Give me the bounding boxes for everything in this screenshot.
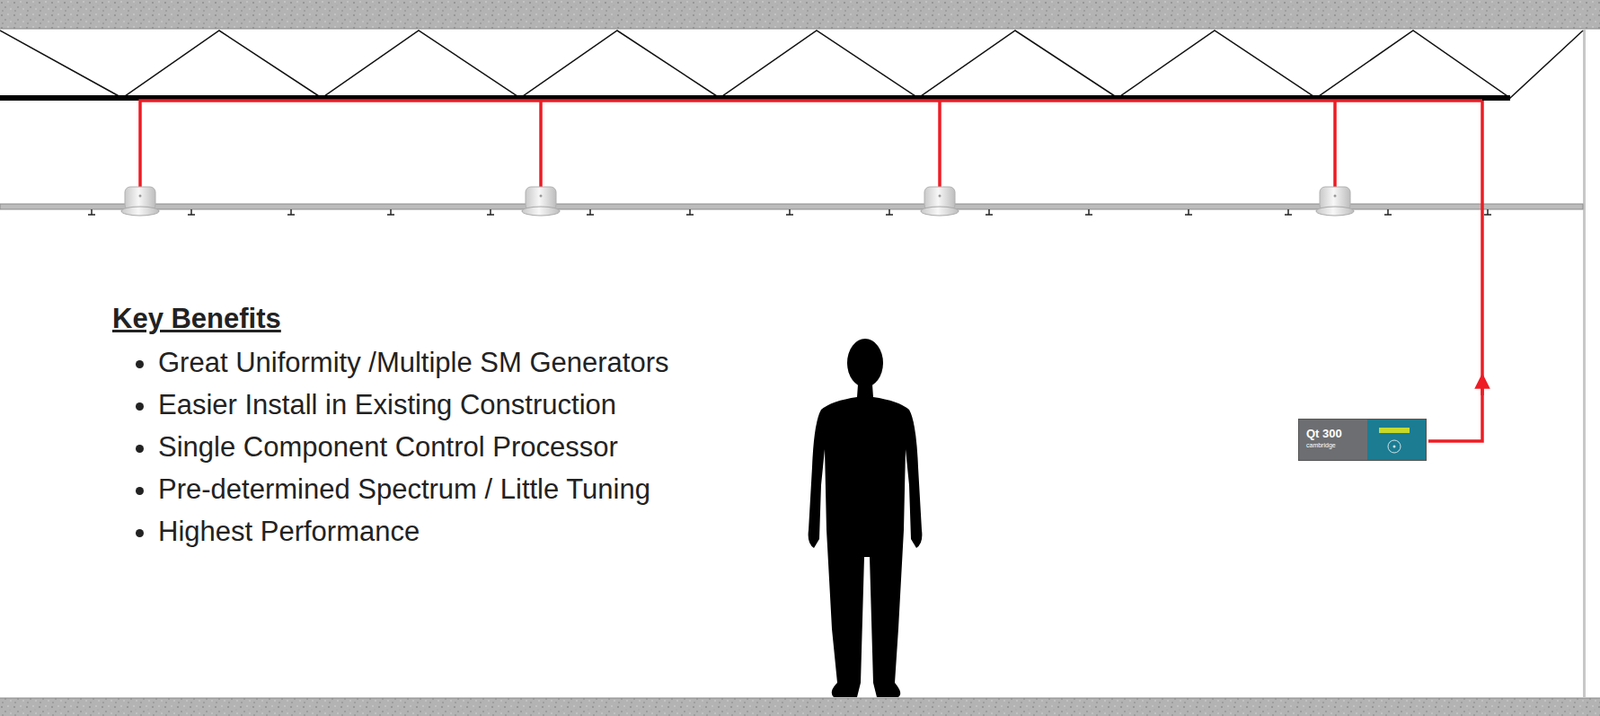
ceiling-tees <box>88 209 1492 215</box>
controller-label: Qt 300cambridge <box>1306 426 1343 450</box>
model-name: Qt 300 <box>1306 426 1343 442</box>
controller-box: Qt 300cambridge <box>1298 418 1427 461</box>
sound-masking-speakers <box>121 186 1354 216</box>
benefit-item: Highest Performance <box>158 510 670 553</box>
wall <box>1582 28 1586 699</box>
benefit-item: Single Component Control Processor <box>158 425 670 469</box>
person-silhouette <box>808 338 923 698</box>
brand-logo-text: cambridge <box>1306 441 1343 450</box>
benefit-item: Great Uniformity /Multiple SM Generators <box>158 341 670 384</box>
control-panel-icon <box>1366 419 1426 462</box>
speaker-cable <box>140 100 1483 442</box>
concrete-slab <box>0 0 1600 29</box>
benefit-item: Pre-determined Spectrum / Little Tuning <box>158 468 670 511</box>
truss-web <box>0 30 1583 98</box>
bullet-list: Great Uniformity /Multiple SM Generators… <box>112 341 670 553</box>
concrete-floor <box>0 698 1600 716</box>
benefits-list: Key BenefitsGreat Uniformity /Multiple S… <box>112 300 670 553</box>
benefit-item: Easier Install in Existing Construction <box>158 383 670 426</box>
list-heading: Key Benefits <box>112 300 670 338</box>
